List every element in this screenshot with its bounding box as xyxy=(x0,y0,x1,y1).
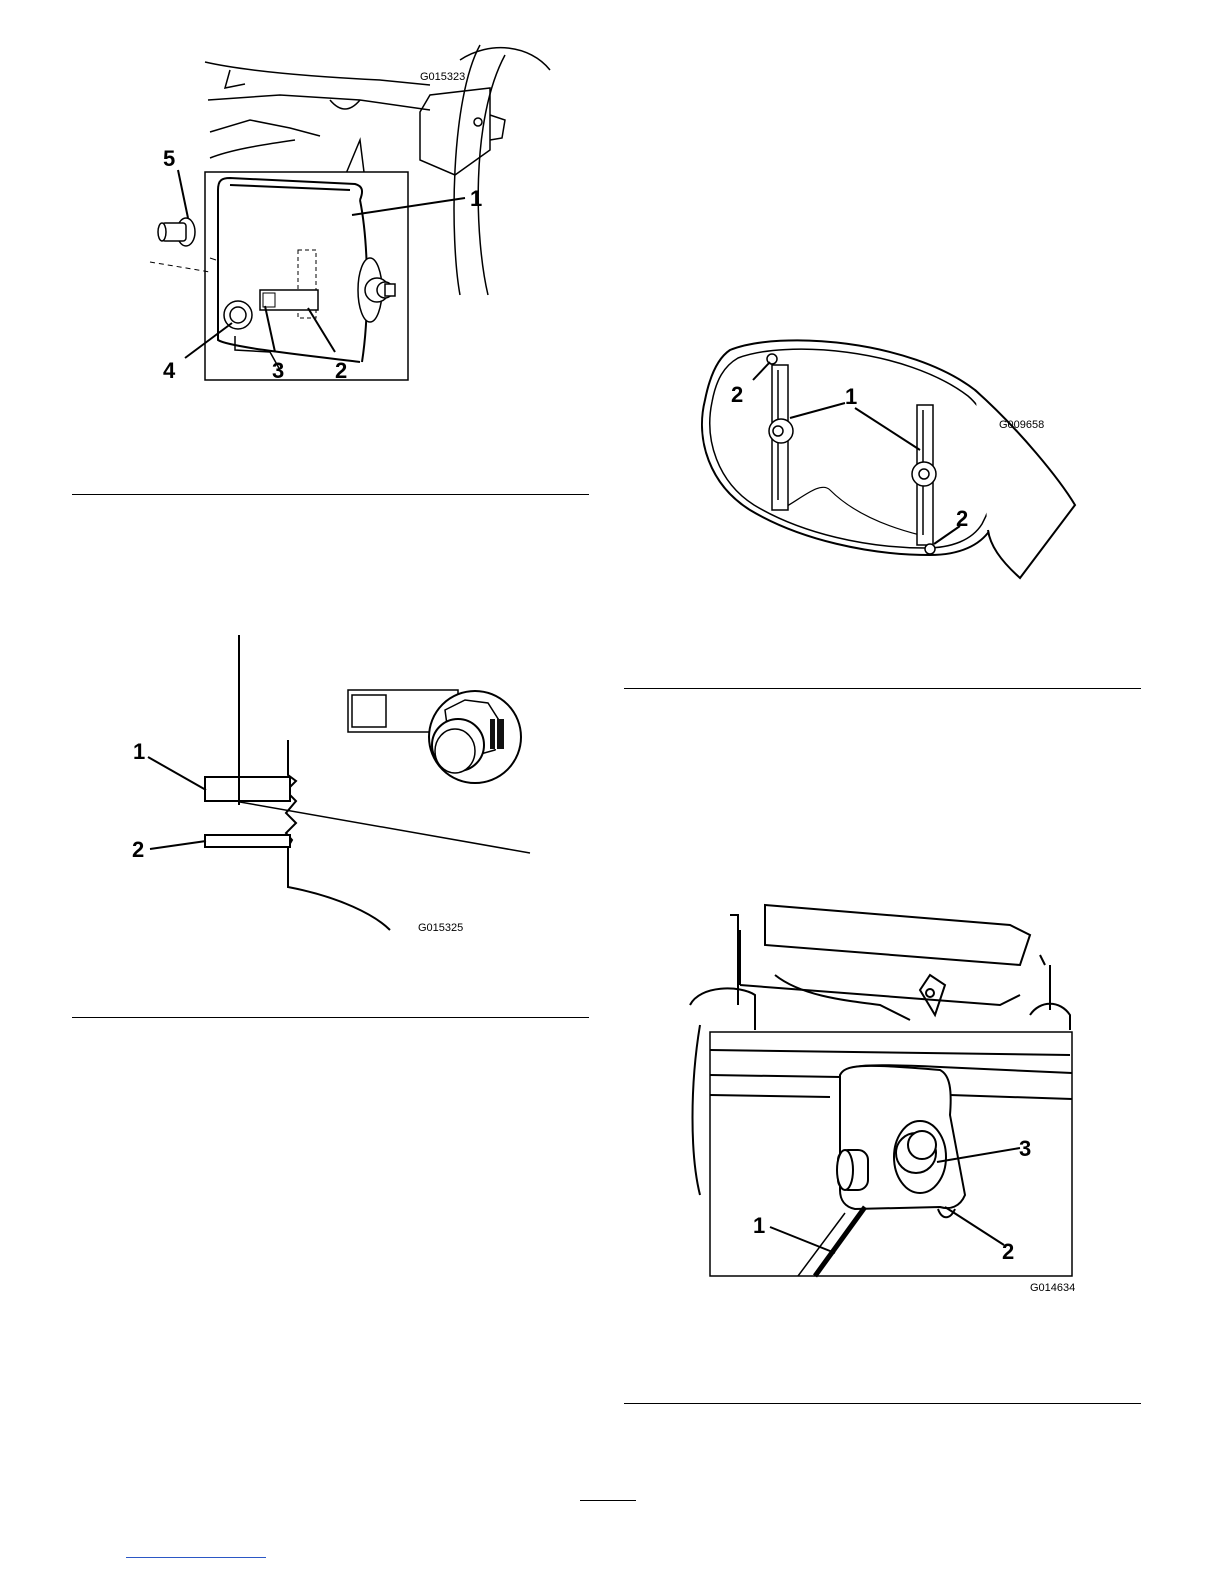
callout-5: 5 xyxy=(163,146,175,171)
callout-3: 3 xyxy=(1019,1136,1031,1161)
callout-1: 1 xyxy=(133,739,145,764)
figure-code: G014634 xyxy=(1030,1282,1075,1294)
section-divider xyxy=(72,1017,589,1018)
callout-1: 1 xyxy=(753,1213,765,1238)
callout-2: 2 xyxy=(1002,1239,1014,1264)
figure-blade-height-bracket: 1 2 3 4 5 G015323 xyxy=(130,40,550,390)
callout-1: 1 xyxy=(845,384,857,409)
blade-tip-marker xyxy=(925,544,935,554)
figure-rear-bracket: 1 2 3 G014634 xyxy=(680,895,1100,1295)
section-divider xyxy=(72,494,589,495)
callout-2: 2 xyxy=(335,358,347,383)
callout-2: 2 xyxy=(132,837,144,862)
footer-link-underline[interactable] xyxy=(126,1557,266,1558)
callout-2: 2 xyxy=(956,506,968,531)
figure-3-illustration: 1 2 2 G009658 xyxy=(690,330,1090,590)
figure-code: G015325 xyxy=(418,922,463,934)
pivot-pin xyxy=(837,1150,868,1190)
figure-4-illustration: 1 2 3 G014634 xyxy=(680,895,1100,1295)
callout-2: 2 xyxy=(731,382,743,407)
broken-edge xyxy=(286,740,390,930)
section-divider xyxy=(624,1403,1141,1404)
lower-bar xyxy=(205,835,290,847)
upper-bar xyxy=(205,777,290,801)
figure-code: G009658 xyxy=(999,419,1044,431)
figure-2-illustration: 1 2 G015325 xyxy=(120,635,540,945)
callout-1: 1 xyxy=(470,186,482,211)
callout-4: 4 xyxy=(163,358,176,383)
adjustment-bolt xyxy=(894,1121,946,1193)
figure-gauge-alignment: 1 2 G015325 xyxy=(120,635,540,945)
carriage-bolt xyxy=(158,218,195,246)
gauge-detail xyxy=(348,690,521,783)
page-number-rule xyxy=(580,1500,636,1501)
section-divider xyxy=(624,688,1141,689)
figure-1-illustration: 1 2 3 4 5 G015323 xyxy=(130,40,550,390)
callout-3: 3 xyxy=(272,358,284,383)
figure-code: G015323 xyxy=(420,71,465,83)
figure-blade-positions: 1 2 2 G009658 xyxy=(690,330,1090,590)
